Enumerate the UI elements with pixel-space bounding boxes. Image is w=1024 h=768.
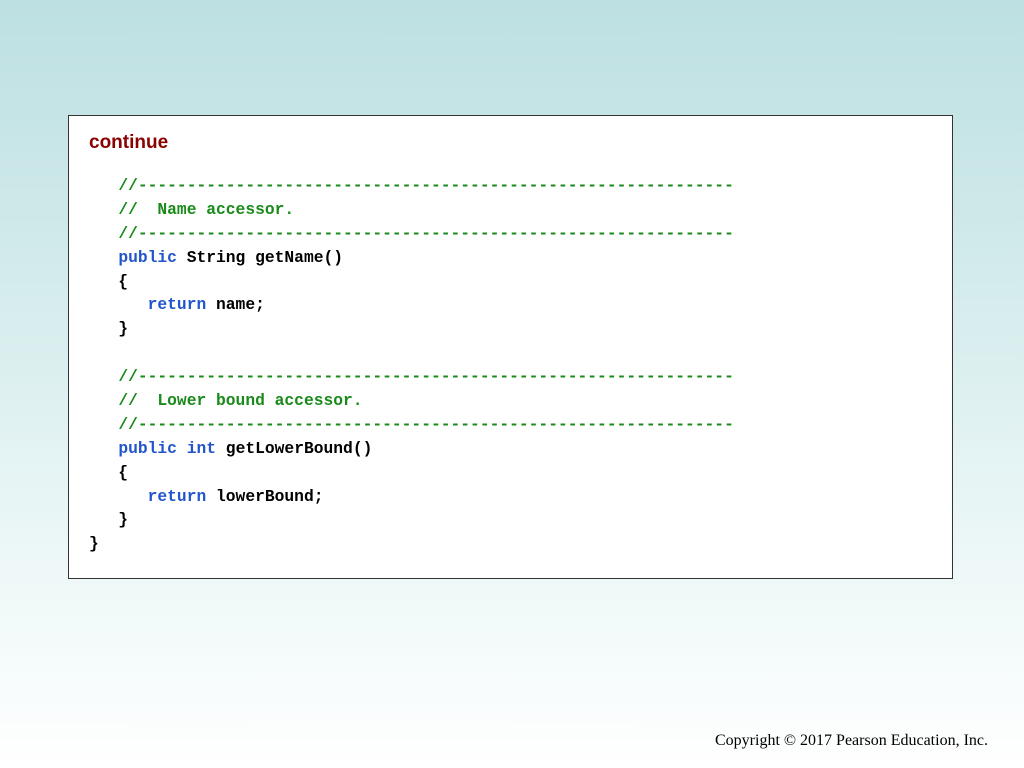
code-text: getLowerBound() [216,438,373,458]
code-line: return name; [89,293,734,317]
code-line: //--------------------------------------… [89,365,734,389]
code-text [89,391,118,410]
code-text [89,439,118,458]
code-keyword: public [118,247,177,267]
code-line: public int getLowerBound() [89,437,734,461]
continue-label: continue [89,132,169,153]
code-line: //--------------------------------------… [89,222,734,246]
code-panel: continue //-----------------------------… [68,115,953,579]
code-comment: // Name accessor. [118,199,295,219]
code-text: lowerBound; [206,486,324,506]
code-text [89,295,148,314]
code-text [89,200,118,219]
code-line: { [89,461,734,485]
code-keyword: return [147,486,207,506]
code-comment: //--------------------------------------… [118,414,734,434]
code-text: } [89,534,99,554]
code-text [89,176,118,195]
code-text: } [89,319,129,339]
code-text [89,367,118,386]
code-line: } [89,508,734,532]
code-text [89,248,118,267]
code-comment: // Lower bound accessor. [118,391,363,411]
code-text: { [89,462,129,482]
code-text [89,415,118,434]
code-line [89,341,734,365]
code-line: // Lower bound accessor. [89,389,734,413]
code-block: //--------------------------------------… [89,174,734,556]
code-line: //--------------------------------------… [89,174,734,198]
code-comment: //--------------------------------------… [118,367,734,387]
code-text [177,439,187,458]
code-line: return lowerBound; [89,485,734,509]
code-text: } [89,510,129,530]
code-text: String getName() [176,247,344,267]
code-comment: //--------------------------------------… [118,223,734,243]
code-text: name; [206,295,265,315]
code-comment: //--------------------------------------… [118,176,734,195]
code-line: public String getName() [89,246,734,270]
code-line: // Name accessor. [89,198,734,222]
code-line: //--------------------------------------… [89,413,734,437]
code-text [89,487,148,506]
code-keyword: return [147,295,207,315]
copyright-notice: Copyright © 2017 Pearson Education, Inc. [715,732,988,749]
code-keyword: public [118,438,177,458]
code-line: } [89,532,734,556]
code-text [89,224,118,243]
code-keyword: int [186,438,217,458]
code-text: { [89,271,129,291]
code-line: { [89,270,734,294]
code-line: } [89,317,734,341]
